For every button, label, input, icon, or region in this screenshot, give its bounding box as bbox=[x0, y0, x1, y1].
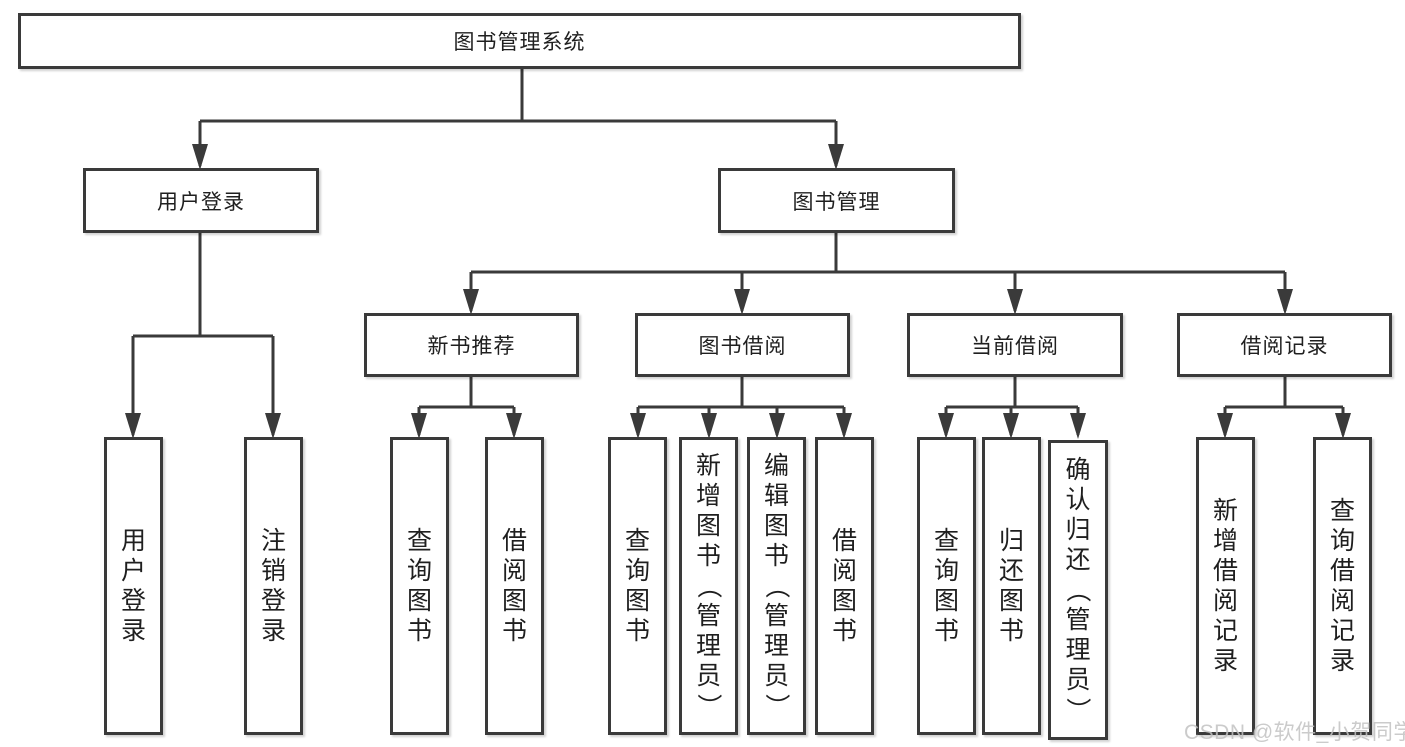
node-label: 查询图书 bbox=[406, 527, 432, 645]
node-label: 归还图书 bbox=[998, 527, 1024, 645]
leaf-query-books-recommend: 查询图书 bbox=[390, 437, 449, 735]
node-label: 新增图书（管理员） bbox=[694, 452, 723, 719]
node-label: 新书推荐 bbox=[427, 335, 516, 358]
arrow-icon bbox=[506, 413, 522, 439]
leaf-add-borrow-record: 新增借阅记录 bbox=[1196, 437, 1255, 735]
node-book-borrowing: 图书借阅 bbox=[635, 313, 850, 377]
node-label: 借阅图书 bbox=[831, 527, 857, 645]
node-current-borrowing: 当前借阅 bbox=[907, 313, 1123, 377]
arrow-icon bbox=[1277, 289, 1293, 315]
arrow-icon bbox=[125, 413, 141, 439]
arrow-icon bbox=[1070, 413, 1086, 439]
leaf-user-login: 用户登录 bbox=[104, 437, 163, 735]
leaf-add-book-admin: 新增图书（管理员） bbox=[679, 437, 738, 735]
leaf-query-books-current: 查询图书 bbox=[917, 437, 976, 735]
node-new-book-recommendation: 新书推荐 bbox=[364, 313, 579, 377]
arrow-icon bbox=[1217, 413, 1233, 439]
leaf-edit-book-admin: 编辑图书（管理员） bbox=[747, 437, 806, 735]
node-label: 当前借阅 bbox=[971, 335, 1059, 358]
node-label: 图书管理系统 bbox=[453, 31, 586, 54]
arrow-icon bbox=[1003, 413, 1019, 439]
leaf-borrow-books-recommend: 借阅图书 bbox=[485, 437, 544, 735]
arrow-icon bbox=[1335, 413, 1351, 439]
arrow-icon bbox=[701, 413, 717, 439]
arrow-icon bbox=[1007, 289, 1023, 315]
leaf-confirm-return-admin: 确认归还（管理员） bbox=[1048, 440, 1108, 740]
leaf-logout: 注销登录 bbox=[244, 437, 303, 735]
arrow-icon bbox=[938, 413, 954, 439]
node-label: 图书借阅 bbox=[698, 335, 787, 358]
node-label: 查询借阅记录 bbox=[1329, 497, 1355, 675]
arrow-icon bbox=[411, 413, 427, 439]
node-label: 用户登录 bbox=[157, 190, 245, 214]
node-label: 注销登录 bbox=[260, 527, 286, 645]
node-label: 确认归还（管理员） bbox=[1063, 456, 1092, 723]
arrow-icon bbox=[734, 289, 750, 315]
node-library-management-system: 图书管理系统 bbox=[18, 13, 1021, 69]
arrow-icon bbox=[769, 413, 785, 439]
arrow-icon bbox=[192, 144, 208, 170]
leaf-query-borrow-record: 查询借阅记录 bbox=[1313, 437, 1372, 735]
node-label: 用户登录 bbox=[120, 527, 146, 645]
node-label: 编辑图书（管理员） bbox=[762, 452, 791, 719]
node-label: 借阅记录 bbox=[1240, 335, 1329, 358]
arrow-icon bbox=[836, 413, 852, 439]
arrow-icon bbox=[265, 413, 281, 439]
node-borrowing-records: 借阅记录 bbox=[1177, 313, 1392, 377]
watermark: CSDN @软件_小贺同学 bbox=[1184, 721, 1405, 744]
node-label: 图书管理 bbox=[792, 190, 881, 214]
node-user-login: 用户登录 bbox=[83, 168, 319, 233]
arrow-icon bbox=[630, 413, 646, 439]
node-label: 查询图书 bbox=[624, 527, 650, 645]
arrow-icon bbox=[828, 144, 844, 170]
leaf-borrow-books: 借阅图书 bbox=[815, 437, 874, 735]
node-label: 查询图书 bbox=[933, 527, 959, 645]
node-book-management: 图书管理 bbox=[718, 168, 955, 233]
node-label: 借阅图书 bbox=[501, 527, 527, 645]
node-label: 新增借阅记录 bbox=[1212, 497, 1238, 675]
arrow-icon bbox=[463, 289, 479, 315]
leaf-query-books-borrow: 查询图书 bbox=[608, 437, 667, 735]
leaf-return-books: 归还图书 bbox=[982, 437, 1041, 735]
